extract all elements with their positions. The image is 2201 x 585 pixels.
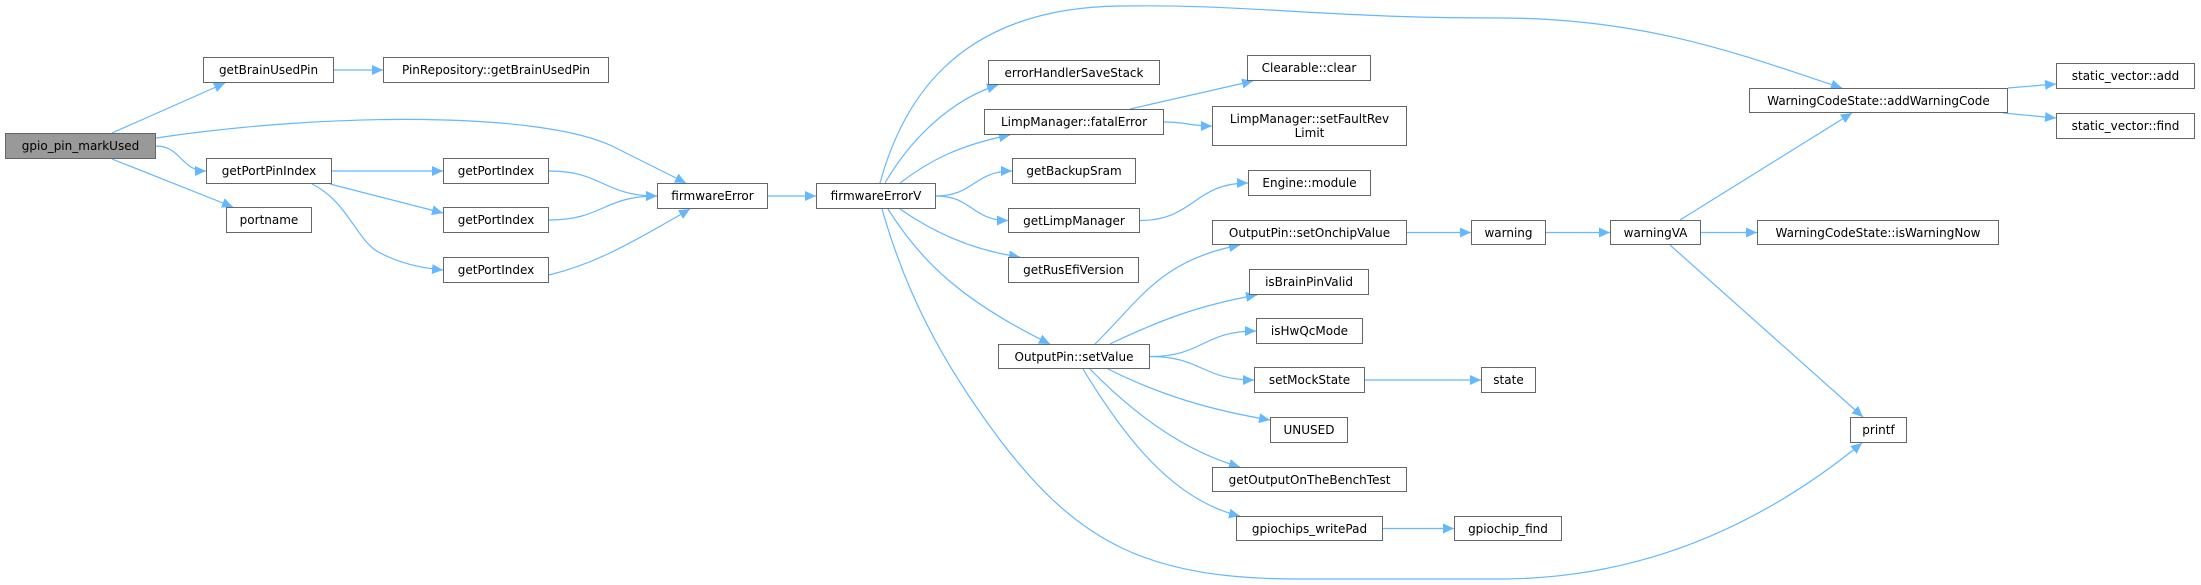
edge-get-port-index-3-to-firmware-error: [548, 208, 691, 276]
node-gpiochip-find[interactable]: gpiochip_find: [1454, 516, 1562, 541]
edge-firmware-error-v-to-limp-manager-fatal-error: [899, 132, 1011, 184]
node-gpio-pin-mark-used: gpio_pin_markUsed: [5, 133, 156, 159]
node-is-hw-qc-mode[interactable]: isHwQcMode: [1256, 318, 1363, 344]
node-get-brain-used-pin[interactable]: getBrainUsedPin: [203, 57, 334, 83]
node-get-rus-efi-version[interactable]: getRusEfiVersion: [1008, 257, 1139, 283]
node-state[interactable]: state: [1481, 367, 1536, 393]
edge-get-limp-manager-to-engine-module: [1139, 178, 1249, 222]
node-limp-manager-set-fault-rev-limit[interactable]: LimpManager::setFaultRev Limit: [1212, 106, 1407, 146]
node-get-port-pin-index[interactable]: getPortPinIndex: [206, 158, 332, 184]
node-get-port-index-3[interactable]: getPortIndex: [443, 257, 549, 283]
node-warning-code-state-add-warning-code[interactable]: WarningCodeState::addWarningCode: [1749, 88, 2008, 113]
edge-get-port-index-2-to-firmware-error: [548, 191, 658, 221]
edge-gpio-pin-mark-used-to-get-port-pin-index: [155, 145, 207, 176]
node-engine-module[interactable]: Engine::module: [1248, 170, 1371, 196]
edge-firmware-error-v-to-error-handler-save-stack: [884, 83, 999, 184]
node-pin-repository-get-brain-used-pin[interactable]: PinRepository::getBrainUsedPin: [383, 57, 609, 83]
edge-get-port-pin-index-to-get-port-index-2: [329, 183, 444, 216]
node-firmware-error[interactable]: firmwareError: [657, 183, 768, 209]
edge-firmware-error-v-to-printf: [881, 208, 1863, 580]
edge-gpio-pin-mark-used-to-get-brain-used-pin: [111, 82, 226, 134]
node-error-handler-save-stack[interactable]: errorHandlerSaveStack: [988, 60, 1160, 85]
edge-limp-manager-fatal-error-to-clearable-clear: [1129, 78, 1254, 110]
node-is-brain-pin-valid[interactable]: isBrainPinValid: [1249, 269, 1369, 295]
edge-firmware-error-v-to-output-pin-set-value: [887, 208, 1051, 345]
node-printf[interactable]: printf: [1850, 417, 1907, 443]
edge-output-pin-set-value-to-set-mock-state: [1149, 355, 1255, 385]
node-limp-manager-fatal-error[interactable]: LimpManager::fatalError: [984, 109, 1164, 135]
node-gpiochips-write-pad[interactable]: gpiochips_writePad: [1236, 516, 1383, 541]
edge-output-pin-set-value-to-output-pin-set-onchip-value: [1094, 242, 1241, 345]
edge-gpio-pin-mark-used-to-firmware-error: [155, 118, 687, 184]
edge-firmware-error-v-to-warning-code-state-add-warning-code: [879, 5, 1843, 184]
node-static-vector-add[interactable]: static_vector::add: [2056, 63, 2195, 89]
node-warning[interactable]: warning: [1471, 220, 1546, 245]
edge-warning-va-to-warning-code-state-add-warning-code: [1679, 112, 1853, 221]
edge-output-pin-set-value-to-get-output-on-the-bench-test: [1089, 368, 1241, 469]
node-get-limp-manager[interactable]: getLimpManager: [1008, 208, 1140, 233]
edge-output-pin-set-value-to-unused: [1107, 368, 1271, 424]
edge-gpio-pin-mark-used-to-portname: [111, 158, 234, 208]
edge-output-pin-set-value-to-is-brain-pin-valid: [1109, 291, 1258, 345]
node-portname[interactable]: portname: [226, 207, 312, 233]
edge-warning-code-state-add-warning-code-to-static-vector-find: [2002, 111, 2057, 122]
node-unused[interactable]: UNUSED: [1270, 417, 1348, 443]
edge-firmware-error-v-to-get-backup-sram: [935, 166, 1013, 197]
edge-limp-manager-fatal-error-to-limp-manager-set-fault-rev-limit: [1163, 120, 1213, 131]
node-static-vector-find[interactable]: static_vector::find: [2056, 113, 2195, 139]
edge-warning-code-state-add-warning-code-to-static-vector-add: [2007, 79, 2057, 90]
edge-get-port-pin-index-to-get-port-index-3: [311, 183, 444, 275]
node-get-port-index-1[interactable]: getPortIndex: [443, 158, 549, 184]
node-output-pin-set-value[interactable]: OutputPin::setValue: [998, 344, 1150, 369]
edge-output-pin-set-value-to-is-hw-qc-mode: [1149, 326, 1257, 358]
node-get-port-index-2[interactable]: getPortIndex: [443, 207, 549, 233]
node-get-output-on-the-bench-test[interactable]: getOutputOnTheBenchTest: [1212, 467, 1407, 492]
node-warning-code-state-is-warning-now[interactable]: WarningCodeState::isWarningNow: [1757, 220, 1999, 245]
node-warning-va[interactable]: warningVA: [1610, 220, 1701, 245]
edge-get-port-index-1-to-firmware-error: [548, 170, 658, 201]
node-firmware-error-v[interactable]: firmwareErrorV: [816, 183, 936, 209]
edge-firmware-error-v-to-get-limp-manager: [935, 195, 1009, 226]
node-set-mock-state[interactable]: setMockState: [1254, 367, 1365, 393]
edge-firmware-error-v-to-get-rus-efi-version: [899, 208, 1021, 261]
node-output-pin-set-onchip-value[interactable]: OutputPin::setOnchipValue: [1212, 220, 1407, 245]
edge-warning-va-to-printf: [1669, 244, 1864, 418]
node-clearable-clear[interactable]: Clearable::clear: [1247, 55, 1371, 81]
node-get-backup-sram[interactable]: getBackupSram: [1012, 158, 1136, 184]
edge-output-pin-set-value-to-gpiochips-write-pad: [1082, 368, 1241, 519]
